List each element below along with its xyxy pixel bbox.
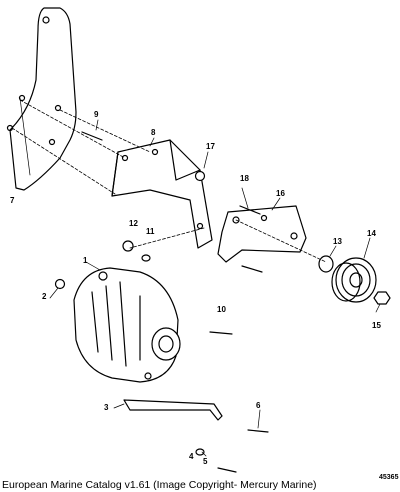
callout-14: 14 — [367, 229, 376, 238]
callout-6: 6 — [256, 401, 261, 410]
callout-7: 7 — [10, 196, 15, 205]
callout-10: 10 — [217, 305, 226, 314]
callout-15: 15 — [372, 321, 381, 330]
alternator-drawing — [73, 267, 181, 383]
callout-leaders — [19, 97, 381, 457]
lower-brace-drawing — [123, 399, 223, 421]
idler-bracket-drawing — [217, 205, 307, 263]
callout-3: 3 — [104, 403, 109, 412]
callout-4: 4 — [189, 452, 194, 461]
callout-2: 2 — [42, 292, 47, 301]
callout-13: 13 — [333, 237, 342, 246]
callout-5: 5 — [203, 457, 208, 466]
callout-18: 18 — [240, 174, 249, 183]
callout-17: 17 — [206, 142, 215, 151]
pulley-nut-drawing — [373, 291, 391, 305]
callout-8: 8 — [151, 128, 156, 137]
image-caption: European Marine Catalog v1.61 (Image Cop… — [2, 479, 317, 491]
callout-9: 9 — [94, 110, 99, 119]
mounting-plate-drawing — [6, 7, 77, 191]
idler-pulley-drawing — [331, 257, 377, 303]
callout-12: 12 — [129, 219, 138, 228]
bolt-drawings — [81, 131, 269, 473]
nut-drawings — [54, 170, 206, 456]
callout-11: 11 — [146, 227, 155, 236]
bracket-drawing — [111, 139, 213, 249]
callout-16: 16 — [276, 189, 285, 198]
alignment-lines — [11, 99, 327, 263]
callout-1: 1 — [83, 256, 88, 265]
spacer-drawing — [318, 255, 334, 273]
catalog-id: 45365 — [379, 474, 399, 481]
